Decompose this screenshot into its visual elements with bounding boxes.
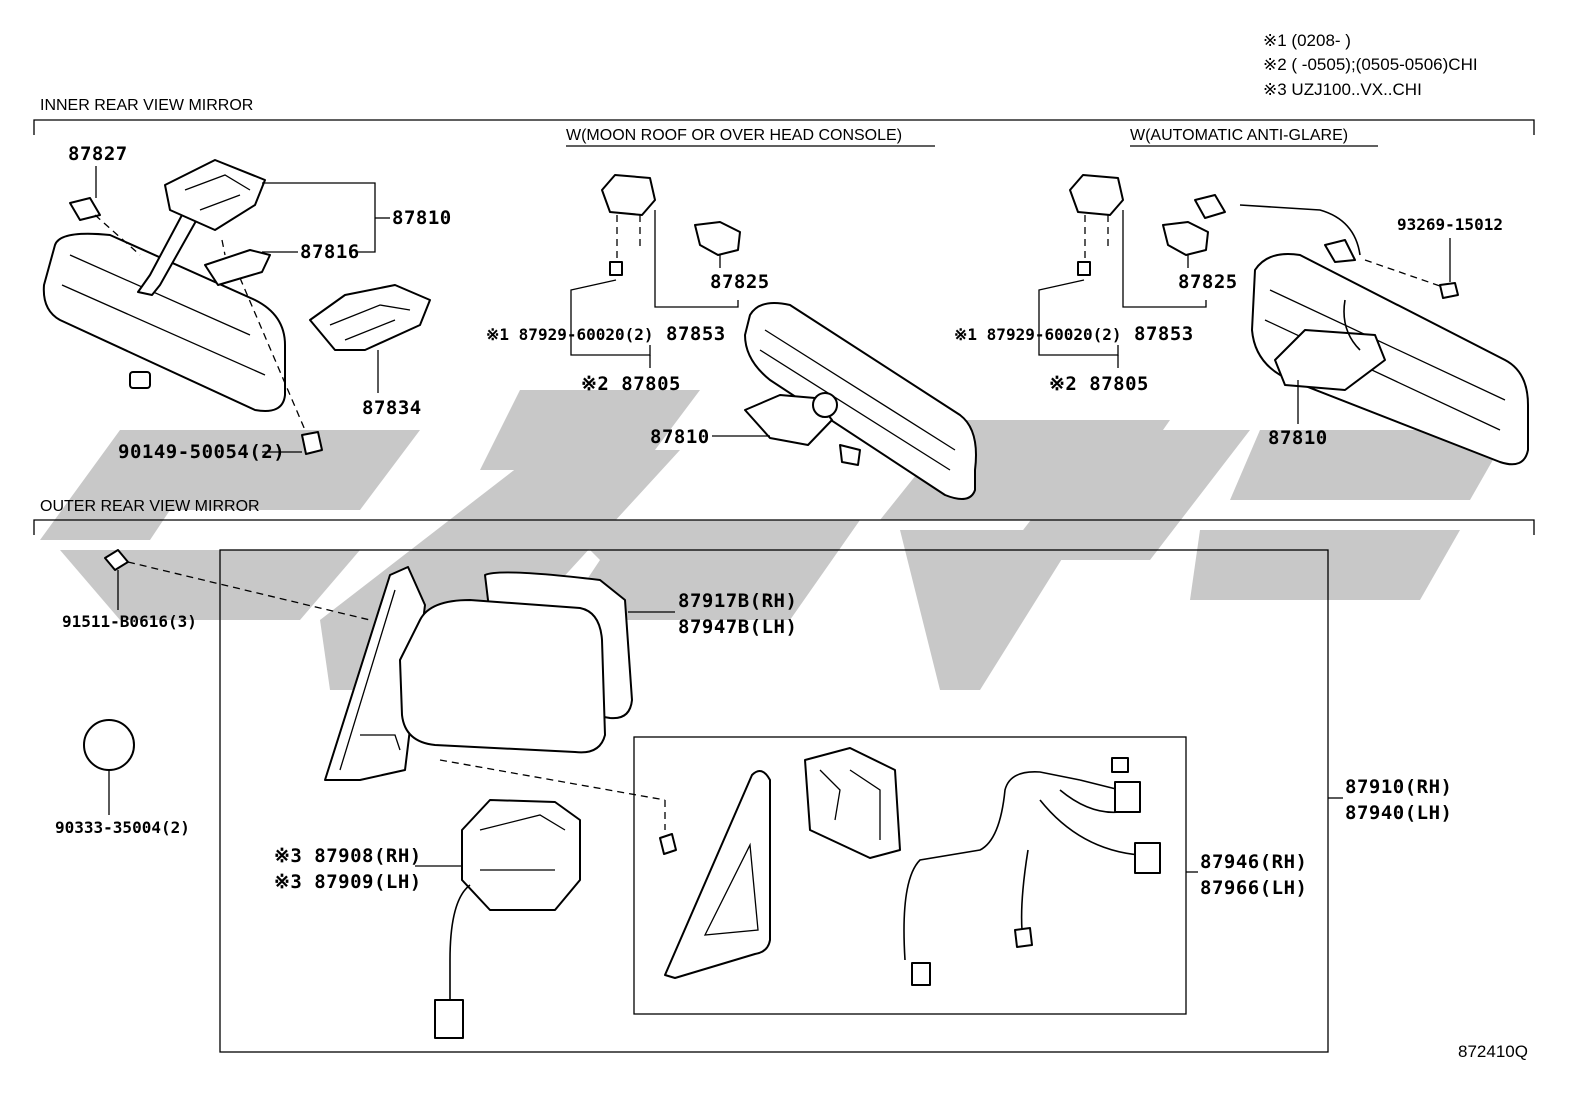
label-87853-moonroof: 87853	[666, 323, 726, 345]
diagram-id: 872410Q	[1458, 1042, 1528, 1061]
label-87810-antiglare: 87810	[1268, 427, 1328, 449]
label-87929-antiglare: ※1 87929-60020(2)	[954, 325, 1122, 344]
label-87940: 87940(LH)	[1345, 802, 1452, 824]
inner-mirror-antiglare-drawing	[1069, 174, 1529, 466]
label-87805-moonroof: ※2 87805	[581, 373, 681, 395]
label-87929-moonroof: ※1 87929-60020(2)	[486, 325, 654, 344]
label-87827: 87827	[68, 143, 128, 165]
label-87917B: 87917B(RH)	[678, 590, 797, 612]
inner-mirror-standard-drawing	[42, 159, 431, 455]
outer-assembly-box	[219, 549, 1329, 1053]
watermark-logo	[40, 390, 1510, 690]
label-87947B: 87947B(LH)	[678, 616, 797, 638]
section-outer-title: OUTER REAR VIEW MIRROR	[40, 498, 260, 515]
variant-anti-glare: W(AUTOMATIC ANTI-GLARE)	[1130, 127, 1348, 144]
footnote-1: ※1 (0208- )	[1263, 31, 1351, 50]
label-87834: 87834	[362, 397, 422, 419]
variant-moon-roof: W(MOON ROOF OR OVER HEAD CONSOLE)	[566, 127, 902, 144]
label-87966: 87966(LH)	[1200, 877, 1307, 899]
label-87853-antiglare: 87853	[1134, 323, 1194, 345]
inner-mirror-moonroof-drawing	[601, 174, 977, 500]
outer-mirror-drawing	[83, 549, 1161, 1039]
cap-circle	[83, 719, 135, 771]
label-91511-B0616: 91511-B0616(3)	[62, 612, 197, 631]
label-87805-antiglare: ※2 87805	[1049, 373, 1149, 395]
label-87810-moonroof: 87810	[650, 426, 710, 448]
label-87908: ※3 87908(RH)	[274, 845, 422, 867]
section-inner-bracket	[33, 119, 1535, 135]
label-87825-antiglare: 87825	[1178, 271, 1238, 293]
section-inner-title: INNER REAR VIEW MIRROR	[40, 97, 253, 114]
label-87909: ※3 87909(LH)	[274, 871, 422, 893]
label-93269-15012: 93269-15012	[1397, 215, 1503, 234]
label-87910: 87910(RH)	[1345, 776, 1452, 798]
label-87946: 87946(RH)	[1200, 851, 1307, 873]
footnote-2: ※2 ( -0505);(0505-0506)CHI	[1263, 55, 1478, 74]
label-87810-standard: 87810	[392, 207, 452, 229]
footnote-3: ※3 UZJ100..VX..CHI	[1263, 80, 1422, 99]
label-90149-50054: 90149-50054(2)	[118, 441, 285, 463]
label-87825-moonroof: 87825	[710, 271, 770, 293]
label-87816: 87816	[300, 241, 360, 263]
label-90333-35004: 90333-35004(2)	[55, 818, 190, 837]
section-outer-bracket	[33, 519, 1535, 535]
outer-subassembly-box	[633, 736, 1187, 1015]
